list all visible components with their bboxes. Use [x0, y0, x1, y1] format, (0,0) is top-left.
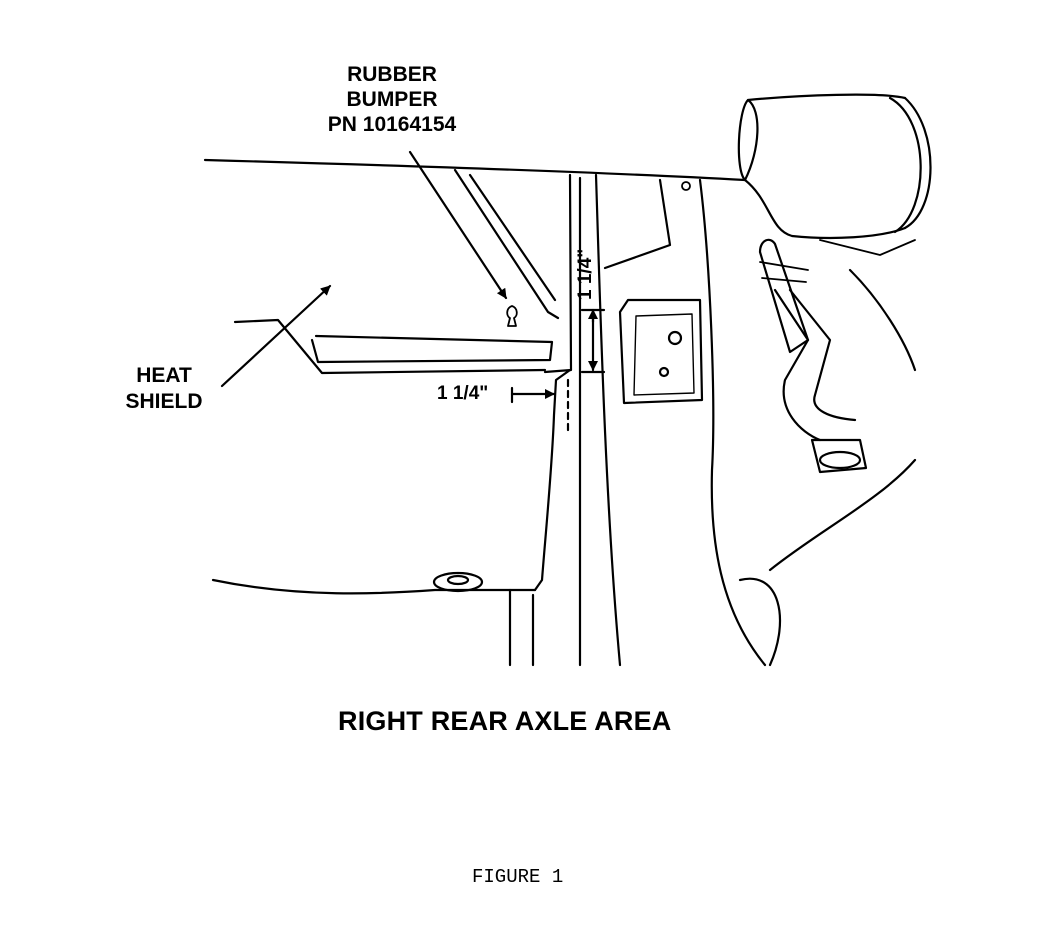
rubber-bumper-label-line1: RUBBER — [347, 63, 437, 86]
heat-shield-arrow — [220, 284, 332, 388]
axle-tube — [737, 93, 932, 239]
horizontal-dimension — [510, 378, 570, 434]
vertical-dimension-label: 1 1/4" — [575, 248, 596, 300]
frame-rail — [578, 173, 767, 667]
part-number-label: PN 10164154 — [327, 113, 457, 136]
rubber-bumper-label: RUBBER BUMPER PN 10164154 — [312, 64, 472, 135]
vertical-dimension — [580, 308, 606, 374]
track-bar — [758, 238, 917, 474]
floor-pan-edge — [203, 158, 747, 182]
heat-shield-label: HEAT SHIELD — [116, 365, 212, 412]
heat-shield-label-line2: SHIELD — [125, 390, 203, 413]
rubber-bumper-arrow — [408, 150, 508, 300]
rubber-bumper-label-line2: BUMPER — [346, 88, 438, 111]
wheel-arc — [738, 577, 782, 667]
mount-boss — [432, 571, 484, 593]
rubber-bumper — [506, 305, 518, 327]
figure-number: FIGURE 1 — [472, 866, 564, 888]
heat-shield — [211, 168, 573, 667]
figure-title: RIGHT REAR AXLE AREA — [338, 706, 672, 736]
heat-shield-label-line1: HEAT — [136, 364, 192, 387]
horizontal-dimension-label: 1 1/4" — [437, 383, 489, 404]
